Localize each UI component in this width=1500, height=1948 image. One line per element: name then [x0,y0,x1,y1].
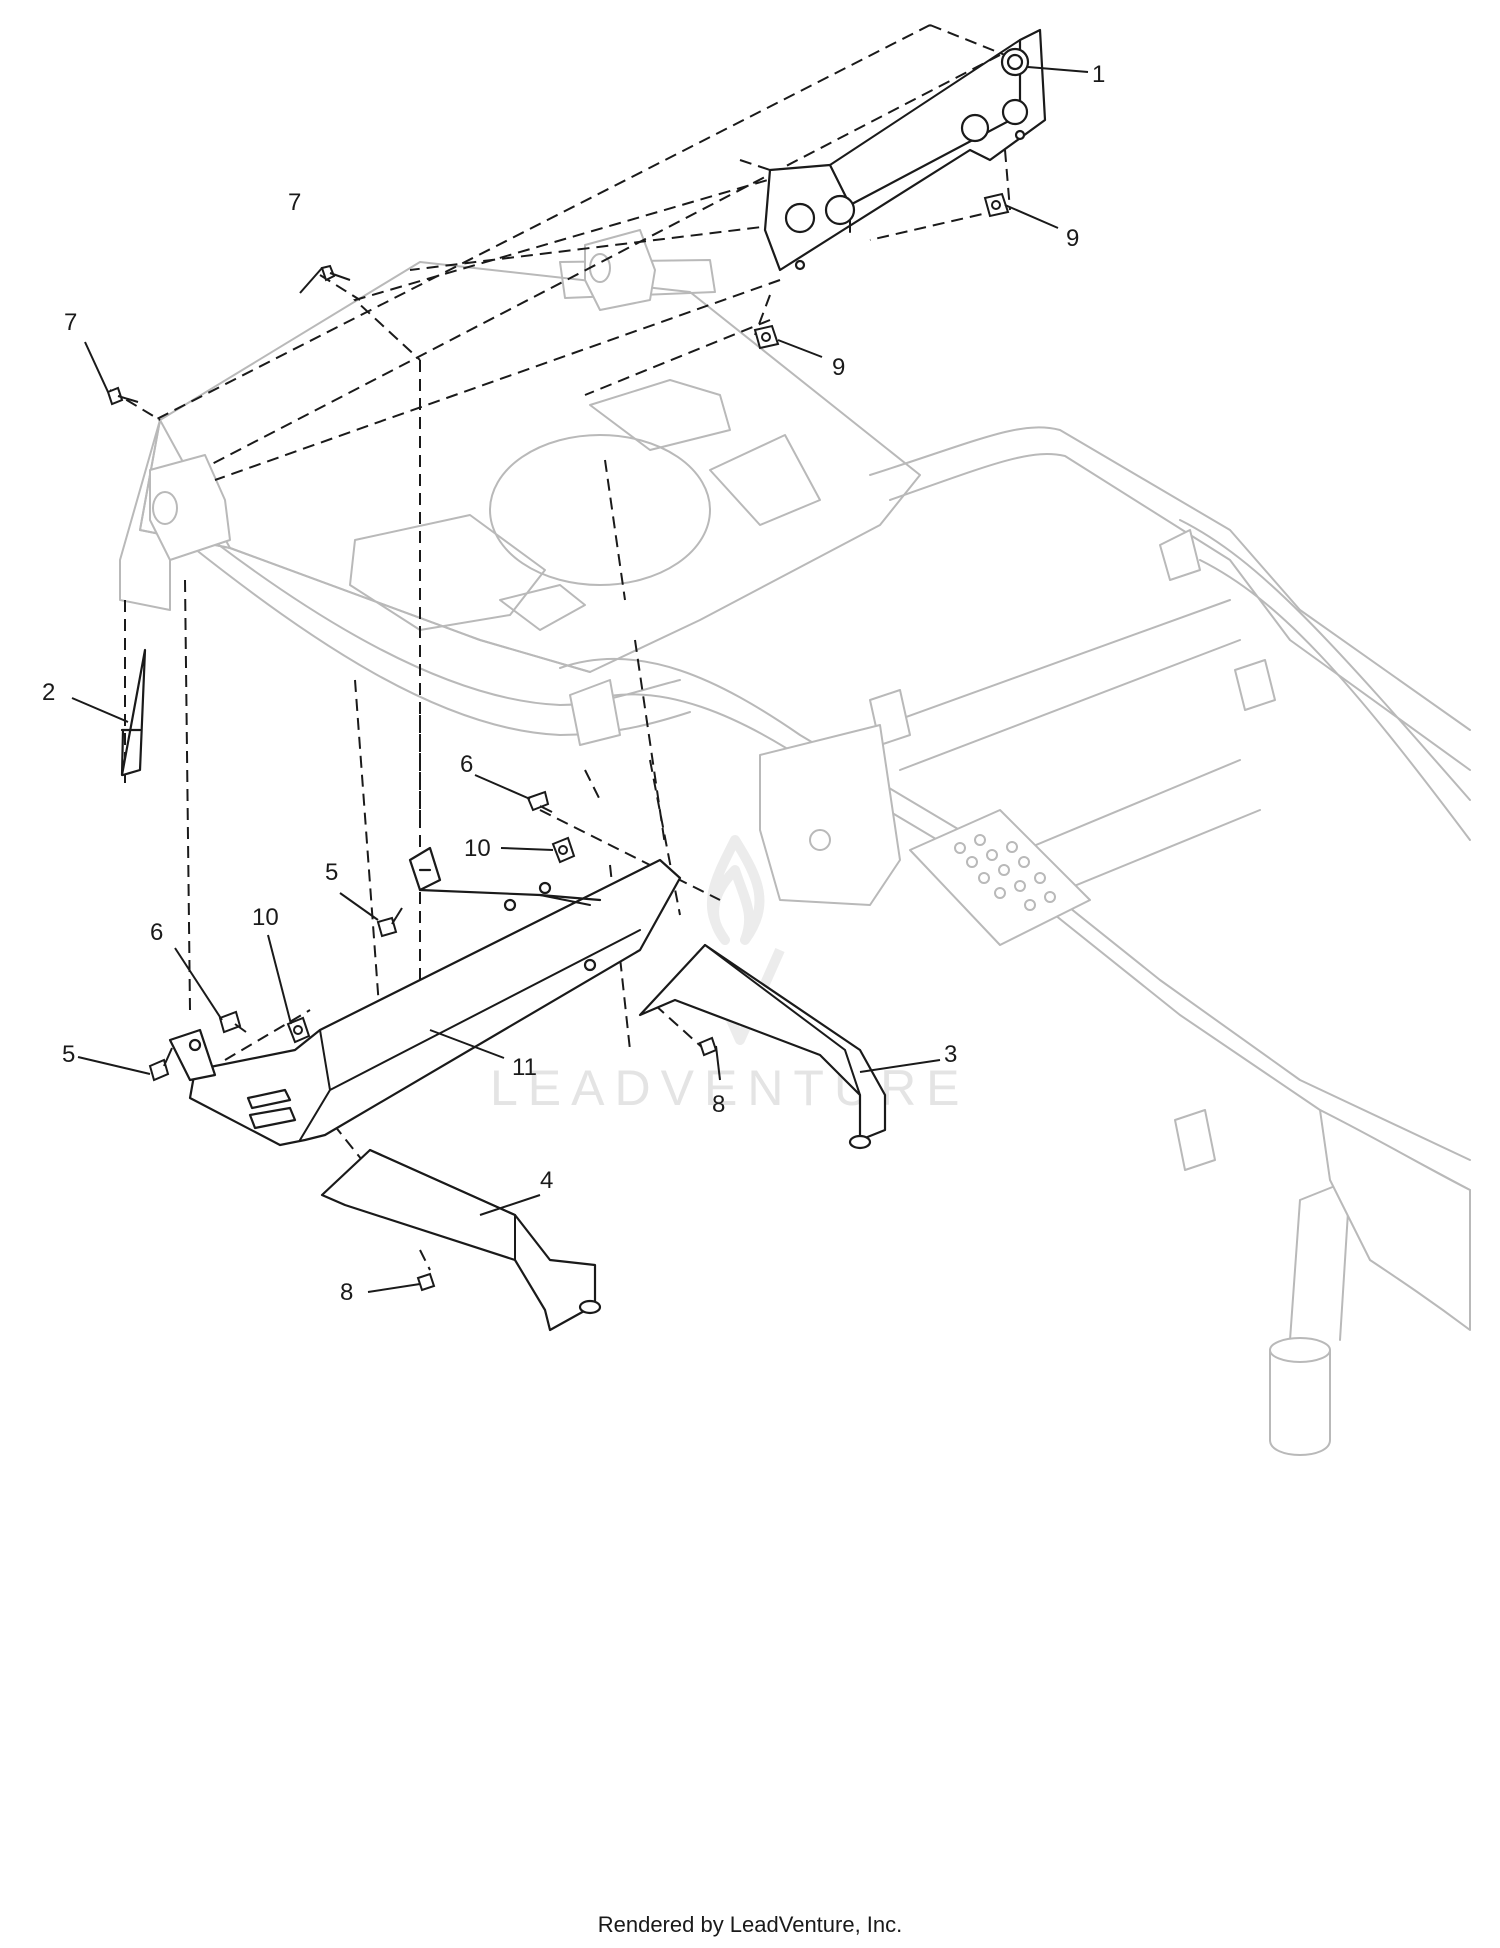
clip-8b-icon [416,1272,436,1292]
callout-10-lower: 10 [252,904,279,931]
rear-cross-tube [559,259,716,299]
callout-9-lower: 9 [832,354,845,381]
screw-7a-icon [320,264,351,282]
callout-6-lower: 6 [150,919,163,946]
left-foot-pad [349,514,546,631]
perforated-foot-plate [909,809,1091,946]
caster-tube-top [1269,1337,1331,1363]
left-side-wall [119,419,171,611]
callout-8-right: 8 [712,1091,725,1118]
rail-bracket-d [1234,659,1276,711]
center-opening [489,434,711,586]
callout-7-top: 7 [288,189,301,216]
callout-labels: 1 2 3 4 5 5 6 6 7 7 8 8 9 9 10 10 11 [42,61,1105,1306]
rail-bracket-e [1174,1109,1216,1171]
callout-3: 3 [944,1041,957,1068]
watermark-text: LEADVENTURE [490,1060,970,1116]
part-11-mounting-bracket [168,846,682,1147]
hardware [106,192,1010,1292]
callout-7-left: 7 [64,309,77,336]
callout-4: 4 [540,1167,553,1194]
screw-7b-icon [106,386,139,406]
chassis-frame [119,229,1471,1456]
callout-5-lower: 5 [62,1041,75,1068]
upper-rear-rail [869,426,1471,731]
caster-tube [1269,1349,1331,1456]
callout-1: 1 [1092,61,1105,88]
rendered-by-credit: Rendered by LeadVenture, Inc. [597,1912,903,1937]
clip-5b-icon [148,1047,173,1082]
bolt-6b-icon [218,1010,247,1034]
part-1-rear-shield [763,28,1047,272]
callout-11: 11 [512,1054,537,1081]
mid-foot-pad [709,434,821,526]
part-3-right-deflector [638,943,887,1150]
callout-5-upper: 5 [325,859,338,886]
far-right-rail [1179,519,1471,841]
right-foot-pad [589,379,731,451]
clip-8a-icon [698,1036,718,1057]
foot-plate-holes [954,834,1056,911]
upper-rear-rail-inner [889,453,1471,771]
left-pivot-hole [152,491,178,525]
mount-plate-hole [809,829,831,851]
rear-cover-panel [1319,1109,1471,1331]
rail-bracket-c [569,679,621,746]
callout-2: 2 [42,679,55,706]
clip-5a-icon [376,907,403,938]
part-4-left-deflector [320,1148,602,1332]
rail-mount-plate [759,724,901,906]
top-pivot-bracket [584,229,656,311]
left-pivot-bracket [149,454,231,561]
callout-leaders [71,66,1089,1293]
part-2-wedge-bracket [120,648,147,777]
callout-8-left: 8 [340,1279,353,1306]
assembly-lines [109,24,1011,1271]
callout-9-upper: 9 [1066,225,1079,252]
bolt-6a-icon [526,790,553,813]
rail-bracket-b [1159,529,1201,581]
lower-pad [499,584,586,631]
callout-10-upper: 10 [464,835,491,862]
rear-cross-member [869,599,1261,901]
callout-6-upper: 6 [460,751,473,778]
